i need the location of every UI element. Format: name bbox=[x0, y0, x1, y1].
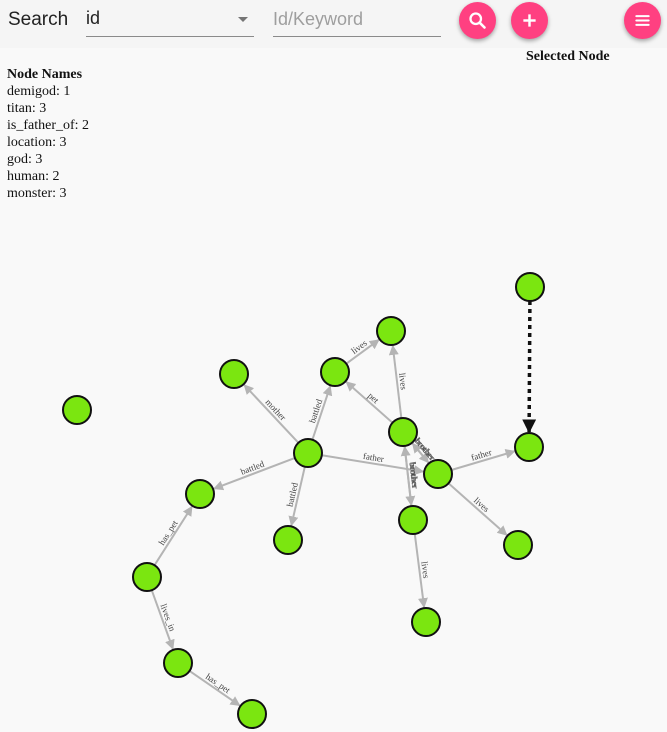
graph-node[interactable] bbox=[388, 417, 418, 447]
search-icon bbox=[469, 12, 486, 29]
edge-label: brother bbox=[407, 461, 420, 488]
edge-label: brother bbox=[408, 462, 421, 489]
edge-label: lives bbox=[472, 495, 492, 514]
search-label: Search bbox=[8, 9, 69, 30]
graph-node[interactable] bbox=[273, 525, 303, 555]
graph-edge[interactable] bbox=[150, 589, 175, 650]
edge-label: lives bbox=[397, 372, 409, 391]
graph-node[interactable] bbox=[423, 459, 453, 489]
graph-node[interactable] bbox=[503, 530, 533, 560]
graph-edge[interactable] bbox=[153, 505, 193, 566]
graph-node[interactable] bbox=[376, 316, 406, 346]
edge-label: father bbox=[362, 451, 384, 464]
legend-item: is_father_of: 2 bbox=[7, 118, 90, 133]
graph-edge[interactable] bbox=[413, 533, 428, 609]
node-legend: Node Names demigod: 1 titan: 3 is_father… bbox=[7, 66, 89, 202]
graph-edge[interactable] bbox=[311, 385, 333, 441]
graph-node[interactable] bbox=[320, 357, 350, 387]
graph-edge[interactable] bbox=[243, 384, 300, 444]
graph-edge[interactable] bbox=[400, 445, 413, 507]
graph-edge[interactable] bbox=[411, 442, 430, 464]
search-field-select[interactable]: id bbox=[86, 2, 254, 37]
graph-node[interactable] bbox=[237, 699, 267, 729]
legend-item: titan: 3 bbox=[7, 101, 47, 116]
graph-edge[interactable] bbox=[345, 381, 394, 424]
graph-node[interactable] bbox=[163, 648, 193, 678]
edge-label: pet bbox=[366, 390, 381, 405]
add-node-button[interactable] bbox=[511, 2, 548, 39]
legend-item: location: 3 bbox=[7, 135, 67, 150]
graph-node[interactable] bbox=[132, 562, 162, 592]
nodes-layer bbox=[62, 272, 545, 729]
menu-icon bbox=[635, 15, 650, 26]
plus-icon bbox=[523, 14, 536, 27]
graph-edge[interactable] bbox=[451, 449, 516, 471]
toolbar: Search id bbox=[0, 0, 667, 48]
selected-node-title: Selected Node bbox=[526, 49, 610, 64]
legend-item: human: 2 bbox=[7, 169, 60, 184]
legend-item: monster: 3 bbox=[7, 186, 67, 201]
graph-node[interactable] bbox=[62, 395, 92, 425]
graph-edge[interactable] bbox=[188, 670, 241, 707]
graph-node[interactable] bbox=[514, 432, 544, 462]
graph-node[interactable] bbox=[219, 359, 249, 389]
graph-edge[interactable] bbox=[388, 344, 403, 419]
graph-edge[interactable] bbox=[213, 457, 296, 491]
graph-node[interactable] bbox=[398, 505, 428, 535]
search-button[interactable] bbox=[459, 2, 496, 39]
legend-title: Node Names bbox=[7, 67, 83, 82]
legend-item: god: 3 bbox=[7, 152, 43, 167]
menu-button[interactable] bbox=[624, 2, 661, 39]
graph-node[interactable] bbox=[185, 479, 215, 509]
graph-edge[interactable] bbox=[288, 466, 306, 527]
graph-edge[interactable] bbox=[345, 339, 380, 365]
graph-node[interactable] bbox=[515, 272, 545, 302]
graph-edge[interactable] bbox=[447, 482, 508, 536]
legend-item: demigod: 1 bbox=[7, 84, 71, 99]
chevron-down-icon bbox=[238, 17, 248, 22]
search-field-value: id bbox=[86, 8, 101, 28]
edge-label: lives bbox=[419, 561, 431, 580]
graph-edge[interactable] bbox=[522, 300, 537, 434]
keyword-input[interactable] bbox=[273, 2, 441, 37]
graph-node[interactable] bbox=[411, 607, 441, 637]
graph-node[interactable] bbox=[293, 438, 323, 468]
